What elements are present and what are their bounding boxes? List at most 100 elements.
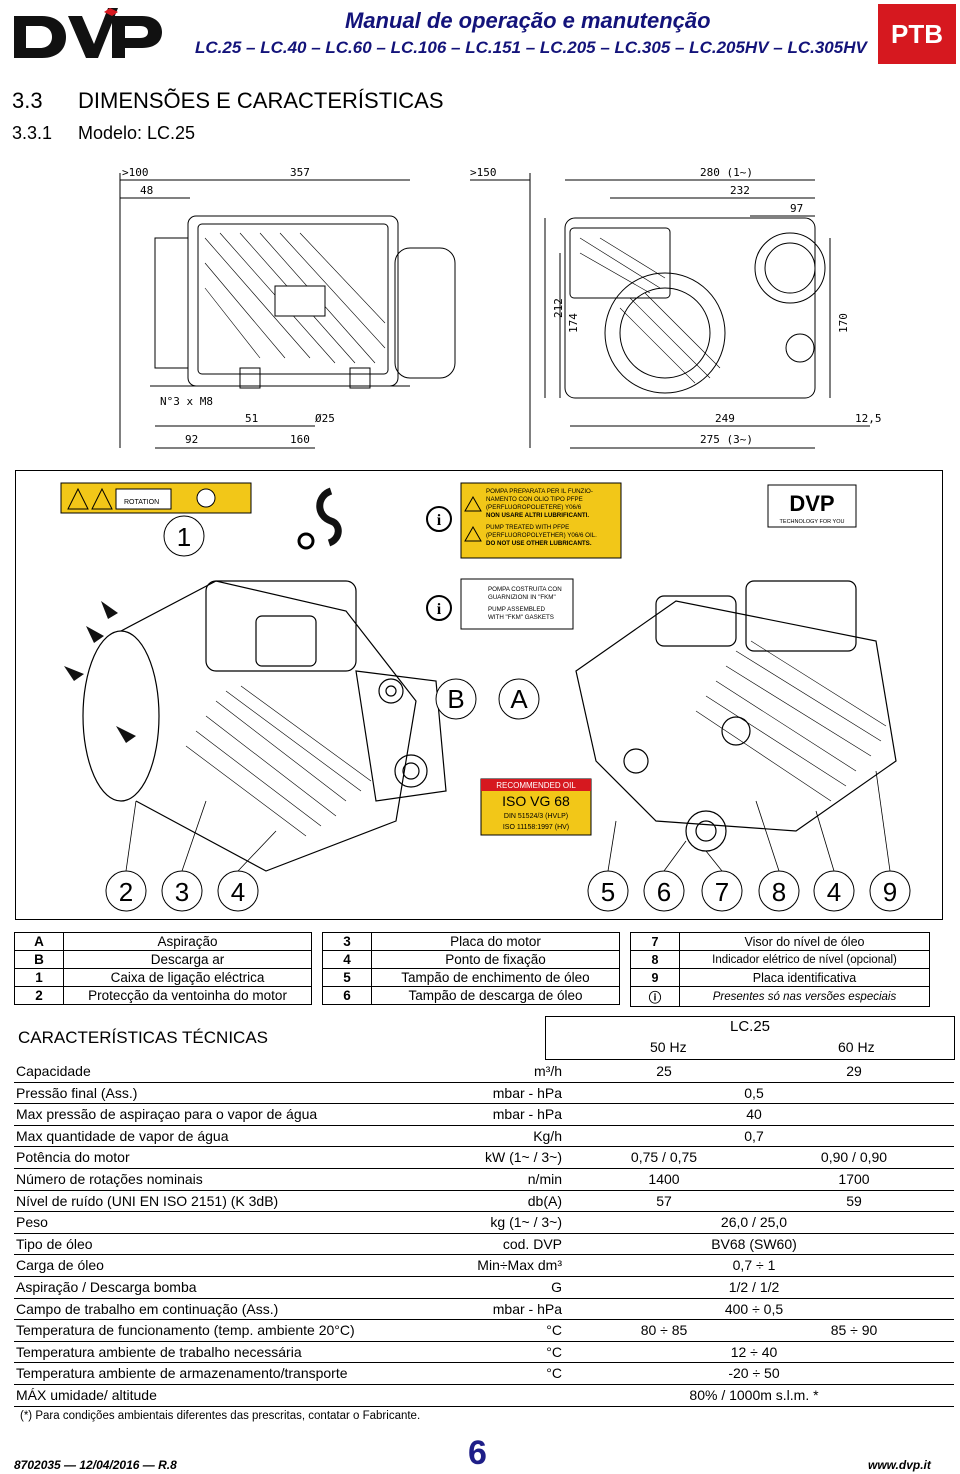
letter-a: A bbox=[510, 684, 528, 714]
spec-value: 40 bbox=[746, 1106, 762, 1123]
model-label: LC.25 bbox=[729, 1018, 771, 1035]
spec-unit: kg (1~ / 3~) bbox=[490, 1214, 562, 1231]
svg-text:ISO VG 68: ISO VG 68 bbox=[502, 793, 570, 809]
spec-unit: db(A) bbox=[527, 1192, 562, 1209]
spec-row: Max pressão de aspiraçao para o vapor de… bbox=[14, 1103, 954, 1126]
svg-text:GUARNIZIONI IN "FKM": GUARNIZIONI IN "FKM" bbox=[488, 594, 556, 601]
svg-text:(PERFLUOROPOLIETERE) Y06/6: (PERFLUOROPOLIETERE) Y06/6 bbox=[486, 504, 582, 511]
dim-label: 275 (3~) bbox=[700, 433, 753, 446]
spec-row: Temperatura ambiente de armazenamento/tr… bbox=[14, 1362, 954, 1385]
spec-label: Campo de trabalho em continuação (Ass.) bbox=[16, 1300, 279, 1317]
spec-row: Peso kg (1~ / 3~) 26,0 / 25,0 bbox=[14, 1211, 954, 1234]
spec-unit: kW (1~ / 3~) bbox=[484, 1149, 562, 1166]
section-number: 3.3 bbox=[12, 88, 43, 113]
info-icon: i bbox=[437, 512, 442, 529]
info-icon: i bbox=[437, 601, 442, 618]
spec-row: Campo de trabalho em continuação (Ass.)m… bbox=[14, 1298, 954, 1321]
pump-illustration: ROTATION bbox=[15, 470, 943, 920]
hz50-header: 50 Hz bbox=[650, 1039, 687, 1055]
dim-label: 92 bbox=[185, 433, 198, 446]
dim-label: >100 bbox=[122, 166, 149, 179]
spec-label: Temperatura de funcionamento (temp. ambi… bbox=[16, 1322, 355, 1339]
spec-unit: Min÷Max dm³ bbox=[477, 1257, 562, 1274]
spec-value-60hz: 1700 bbox=[838, 1171, 870, 1187]
svg-text:DO NOT USE OTHER LUBRICANTS.: DO NOT USE OTHER LUBRICANTS. bbox=[486, 540, 592, 547]
spec-label: Peso bbox=[16, 1214, 48, 1231]
rotation-label: ROTATION bbox=[124, 499, 159, 506]
callout-4: 4 bbox=[231, 877, 245, 907]
spec-value: 1/2 / 1/2 bbox=[728, 1279, 780, 1295]
dimension-drawing: >100 357 >150 280 (1~) 48 232 97 212 174… bbox=[119, 166, 882, 449]
spec-value: 0,7 bbox=[744, 1127, 764, 1144]
dim-label: 160 bbox=[290, 433, 310, 446]
subsection-title: Modelo: LC.25 bbox=[78, 123, 196, 143]
section-title: DIMENSÕES E CARACTERÍSTICAS bbox=[78, 88, 444, 113]
model-list: LC.25 – LC.40 – LC.60 – LC.106 – LC.151 … bbox=[195, 38, 867, 57]
svg-text:DVP: DVP bbox=[789, 491, 834, 516]
dim-label: Ø25 bbox=[315, 412, 335, 425]
callout-9: 9 bbox=[883, 877, 897, 907]
spec-value-50hz: 25 bbox=[656, 1063, 672, 1079]
dim-label: 170 bbox=[837, 313, 850, 333]
subsection-number: 3.3.1 bbox=[12, 123, 53, 143]
spec-row: Potência do motor kW (1~ / 3~) 0,75 / 0,75… bbox=[14, 1146, 954, 1169]
dim-label: 357 bbox=[290, 166, 310, 179]
spec-label: Tipo de óleo bbox=[16, 1235, 93, 1252]
svg-text:NON USARE ALTRI LUBRIFICANTI.: NON USARE ALTRI LUBRIFICANTI. bbox=[486, 512, 589, 519]
website-link[interactable]: www.dvp.it bbox=[868, 1458, 931, 1472]
dim-label: 232 bbox=[730, 184, 750, 197]
info-icon: ⓘ bbox=[630, 986, 680, 1007]
spec-label: Temperatura ambiente de trabalho necessá… bbox=[16, 1343, 302, 1360]
pump-3d-drawing: ROTATION bbox=[60, 482, 911, 912]
spec-label: Nível de ruído (UNI EN ISO 2151) (K 3dB) bbox=[16, 1192, 279, 1209]
spec-label: Max pressão de aspiraçao para o vapor de… bbox=[16, 1106, 318, 1123]
spec-value-60hz: 0,90 / 0,90 bbox=[820, 1149, 888, 1166]
svg-text:(PERFLUOROPOLYETHER) Y06/6 OIL: (PERFLUOROPOLYETHER) Y06/6 OIL. bbox=[486, 532, 597, 539]
page-number: 6 bbox=[468, 1434, 487, 1472]
callout-3: 3 bbox=[175, 877, 189, 907]
svg-text:TECHNOLOGY FOR YOU: TECHNOLOGY FOR YOU bbox=[780, 519, 845, 525]
spec-unit: cod. DVP bbox=[502, 1235, 562, 1252]
dim-label: 212 bbox=[552, 298, 565, 318]
svg-text:PUMP TREATED WITH PFPE: PUMP TREATED WITH PFPE bbox=[486, 524, 569, 531]
dim-label: 249 bbox=[715, 412, 735, 425]
spec-value-50hz: 57 bbox=[656, 1192, 672, 1209]
svg-text:PUMP ASSEMBLED: PUMP ASSEMBLED bbox=[488, 606, 545, 613]
dim-label: 48 bbox=[140, 184, 153, 197]
callout-7: 7 bbox=[715, 877, 729, 907]
spec-unit: °C bbox=[546, 1322, 562, 1339]
spec-value-60hz: 29 bbox=[846, 1063, 862, 1079]
spec-label: Potência do motor bbox=[16, 1149, 130, 1166]
spec-row: Temperatura ambiente de trabalho necessá… bbox=[14, 1341, 954, 1364]
spec-unit: G bbox=[551, 1279, 562, 1295]
svg-text:ISO 11158:1997 (HV): ISO 11158:1997 (HV) bbox=[503, 824, 569, 831]
model-header-box bbox=[545, 1016, 955, 1060]
spec-value-50hz: 0,75 / 0,75 bbox=[630, 1149, 698, 1166]
callout-2: 2 bbox=[119, 877, 133, 907]
spec-row: Nível de ruído (UNI EN ISO 2151) (K 3dB)… bbox=[14, 1190, 954, 1213]
spec-value: 0,5 bbox=[744, 1084, 764, 1101]
spec-value: 12 ÷ 40 bbox=[730, 1343, 778, 1360]
spec-value: 26,0 / 25,0 bbox=[720, 1214, 788, 1231]
spec-row: Temperatura de funcionamento (temp. ambi… bbox=[14, 1319, 954, 1342]
dim-label: 97 bbox=[790, 202, 803, 215]
svg-text:NAMENTO CON OLIO TIPO PFPE: NAMENTO CON OLIO TIPO PFPE bbox=[486, 496, 583, 503]
spec-unit: °C bbox=[546, 1343, 562, 1360]
spec-label: Capacidade bbox=[16, 1063, 91, 1079]
spec-unit: mbar - hPa bbox=[492, 1084, 562, 1101]
document-ref: 8702035 — 12/04/2016 — R.8 bbox=[14, 1458, 177, 1472]
spec-value: -20 ÷ 50 bbox=[728, 1365, 780, 1382]
dvp-logo bbox=[14, 8, 162, 58]
spec-unit: Kg/h bbox=[533, 1127, 562, 1144]
